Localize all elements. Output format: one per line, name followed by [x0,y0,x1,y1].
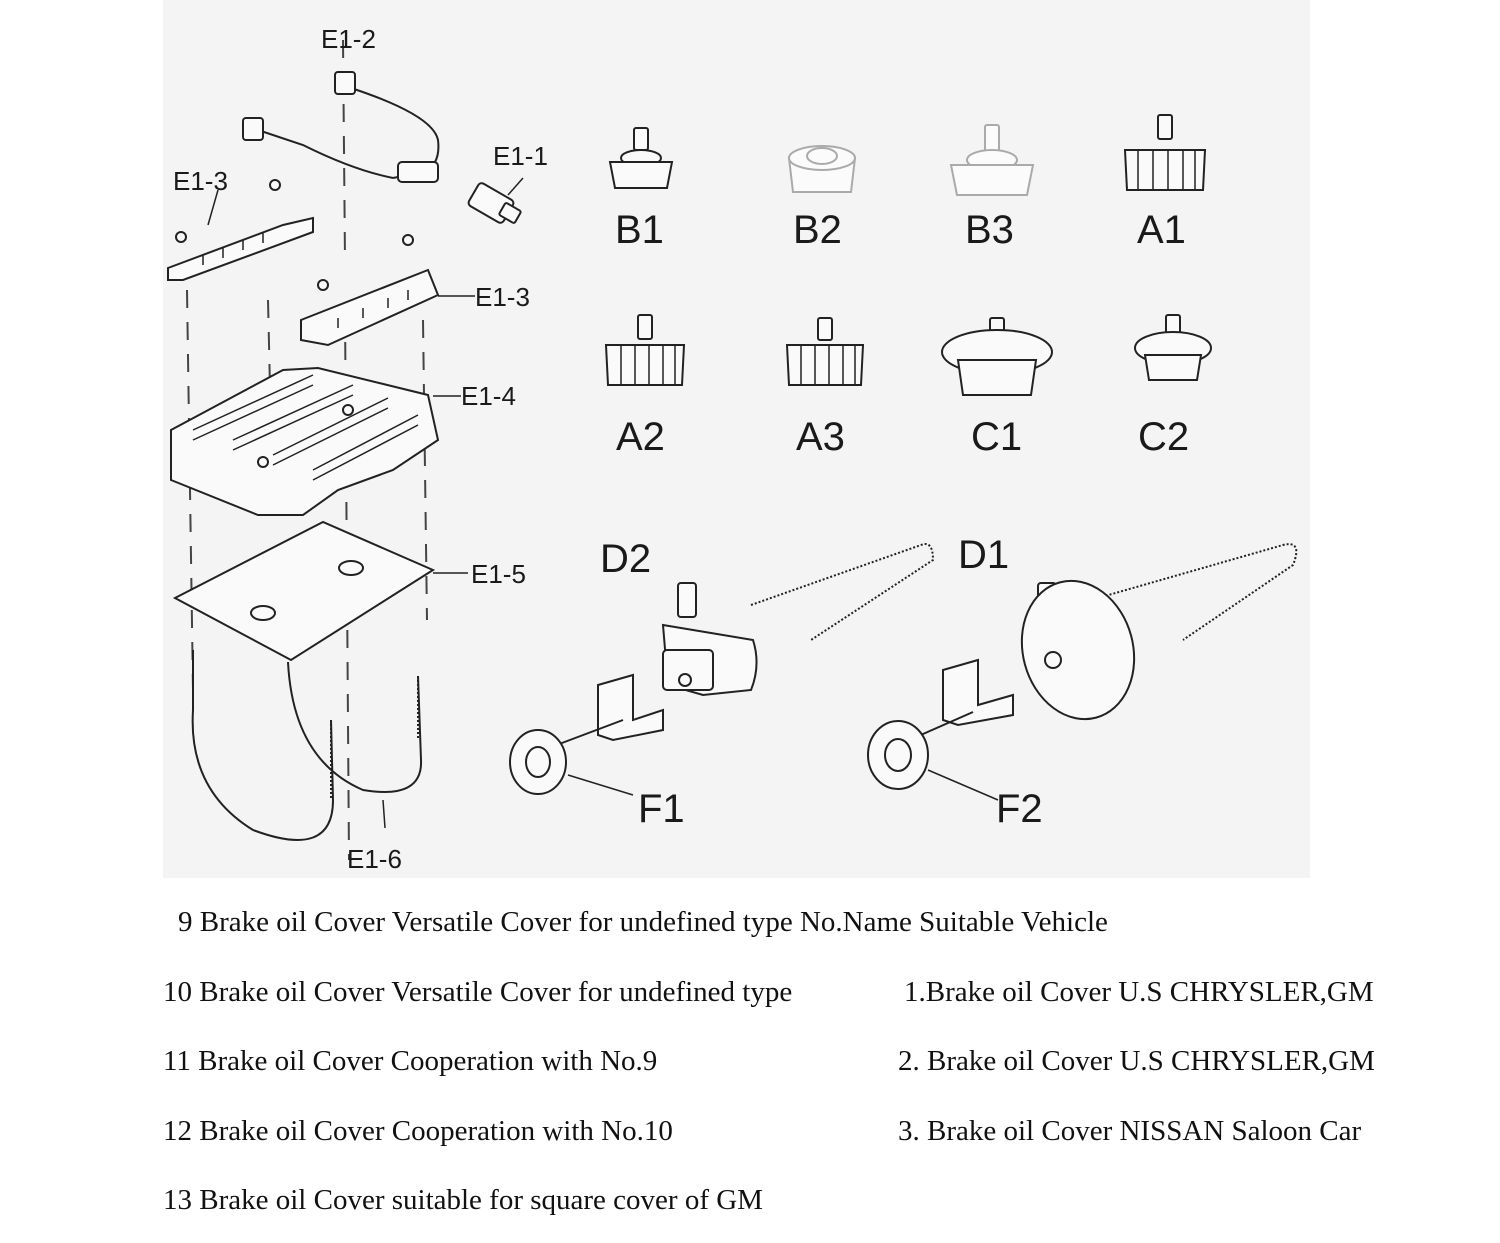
label-f1: F1 [638,787,685,831]
description-row-9: 9 Brake oil Cover Versatile Cover for un… [178,906,1108,938]
rail-bracket-e1-3-lower [300,234,475,347]
cap-a3 [785,317,865,386]
fitting-e1-1 [467,177,524,224]
description-item-1: 1.Brake oil Cover U.S CHRYSLER,GM [904,976,1374,1008]
exploded-view-drawing: E1-2 E1-1 E1-3 E1-3 E1-4 E1-5 E1-6 [167,24,1298,874]
cap-c2 [1134,314,1212,381]
description-row-12: 12 Brake oil Cover Cooperation with No.1… [163,1115,673,1147]
cap-b1 [608,127,674,189]
description-row-13: 13 Brake oil Cover suitable for square c… [163,1184,763,1216]
label-e1-3-upper: E1-3 [173,166,228,196]
rail-bracket-e1-3-upper [167,179,314,281]
label-a3: A3 [796,415,845,459]
label-b2: B2 [793,208,842,252]
label-f2: F2 [996,787,1043,831]
label-e1-3-lower: E1-3 [475,282,530,312]
cap-a1 [1123,114,1207,191]
label-e1-2: E1-2 [321,24,376,54]
label-a1: A1 [1137,208,1186,252]
cap-b3 [949,124,1035,196]
hose-assembly-e1-2 [242,71,440,183]
description-row-11: 11 Brake oil Cover Cooperation with No.9 [163,1045,658,1077]
description-item-3: 3. Brake oil Cover NISSAN Saloon Car [898,1115,1362,1147]
u-rods-e1-6 [191,650,423,841]
label-b1: B1 [615,208,664,252]
cap-b2 [787,145,857,193]
label-d1: D1 [958,533,1009,577]
cap-c1 [941,317,1053,396]
label-e1-5: E1-5 [471,559,526,589]
description-item-2: 2. Brake oil Cover U.S CHRYSLER,GM [898,1045,1375,1077]
tray-plate-e1-4 [170,366,461,516]
cap-a2 [604,314,686,386]
knob-bracket-f1 [509,673,664,796]
label-e1-1: E1-1 [493,141,548,171]
label-e1-6: E1-6 [347,844,402,874]
label-a2: A2 [616,415,665,459]
description-row-10: 10 Brake oil Cover Versatile Cover for u… [163,976,793,1008]
clamp-d2 [661,543,935,697]
label-e1-4: E1-4 [461,381,516,411]
label-b3: B3 [965,208,1014,252]
knob-bracket-f2 [867,658,1014,801]
clamp-d1 [1020,543,1298,721]
parts-diagram: E1-2 E1-1 E1-3 E1-3 E1-4 E1-5 E1-6 [163,0,1310,878]
label-d2: D2 [600,537,651,581]
label-c2: C2 [1138,415,1189,459]
flat-plate-e1-5 [172,520,468,662]
label-c1: C1 [971,415,1022,459]
